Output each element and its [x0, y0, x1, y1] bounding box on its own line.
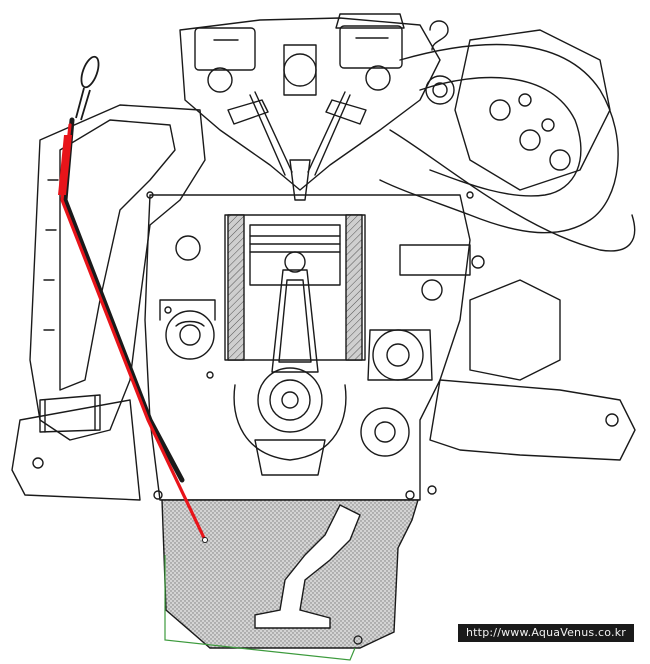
cylinder-bore — [224, 214, 366, 361]
left-valve — [249, 91, 293, 176]
balance-shaft-left — [165, 310, 215, 360]
piston — [249, 224, 341, 286]
hose-clip — [429, 20, 449, 51]
balance-shaft-right — [372, 329, 424, 381]
left-intake-manifold — [29, 104, 206, 441]
watermark-url: http://www.AquaVenus.co.kr — [458, 624, 634, 642]
connecting-rod — [271, 269, 319, 373]
oil-filler-cap — [335, 13, 405, 29]
right-cam-cover — [339, 25, 403, 69]
dipstick-handle — [75, 55, 100, 121]
engine-block — [144, 194, 471, 501]
distributor-assembly — [454, 29, 611, 191]
oil-pickup-tube — [254, 504, 361, 629]
crankshaft — [257, 367, 323, 433]
right-engine-mount — [429, 379, 636, 461]
left-engine-mount — [11, 399, 141, 501]
alternator-pulley — [360, 407, 410, 457]
exhaust-manifold — [379, 43, 619, 234]
left-cam-cover — [194, 27, 256, 71]
oil-pan-outline — [164, 555, 356, 661]
right-valve — [307, 91, 351, 176]
cylinder-head-cover — [179, 17, 441, 191]
